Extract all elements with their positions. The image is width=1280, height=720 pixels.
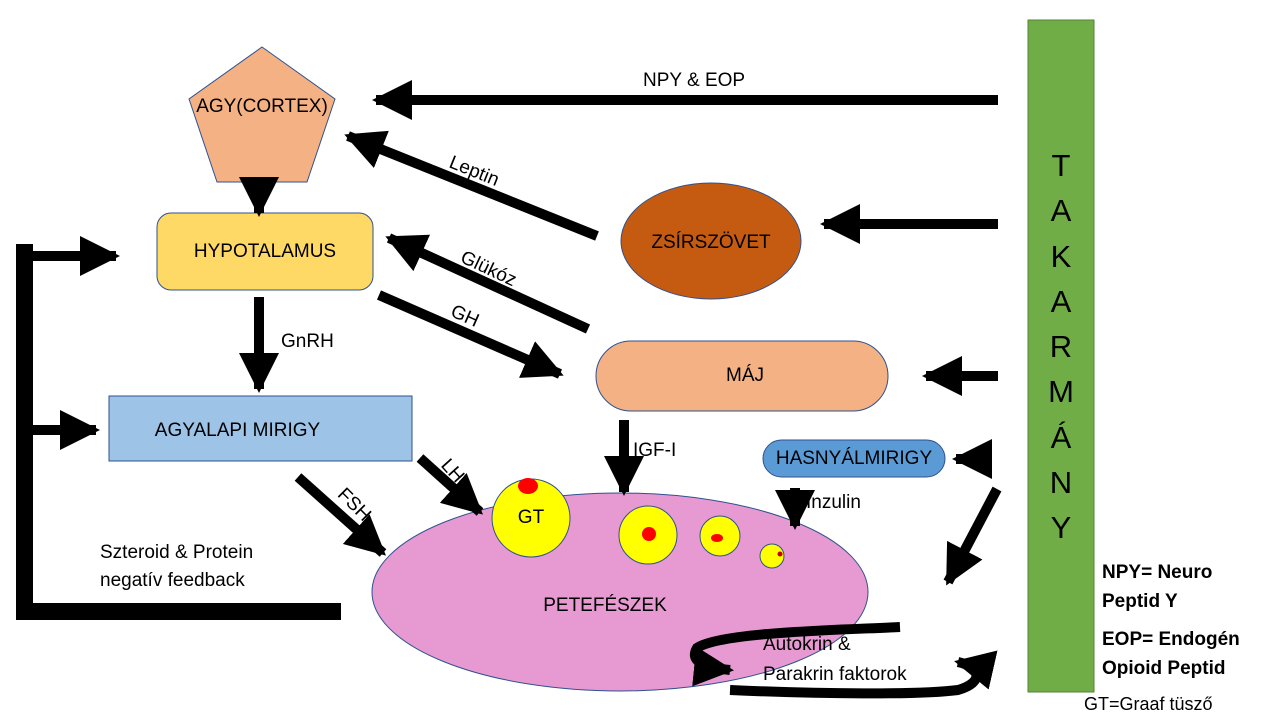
- insulin-label: Inzulin: [806, 492, 861, 513]
- legend-eop-line2: Opioid Peptid: [1102, 658, 1226, 679]
- feed-letter: M: [1048, 374, 1074, 410]
- arrow-feed-ovary: [943, 486, 1002, 586]
- feed-bar: [1027, 19, 1095, 693]
- feedback-label-line2: negatív feedback: [100, 570, 245, 591]
- feed-letter: A: [1050, 283, 1072, 319]
- feed-letter: Y: [1050, 510, 1072, 546]
- liver-shape: [595, 340, 889, 412]
- legend-gt: GT=Graaf tüsző: [1084, 694, 1213, 714]
- legend-npy-line2: Peptid Y: [1102, 591, 1178, 612]
- pituitary-shape: [108, 395, 413, 462]
- gnrh-label: GnRH: [281, 331, 334, 352]
- feed-letter: Á: [1050, 419, 1072, 455]
- feedback-bar-horizontal: [16, 603, 341, 620]
- hypothalamus-label: HYPOTALAMUS: [193, 241, 337, 262]
- pancreas-shape: [762, 439, 946, 478]
- feed-letter: T: [1051, 148, 1071, 183]
- liver-label: MÁJ: [726, 365, 764, 386]
- arrow-paracrine: [729, 650, 998, 699]
- adipose-label: ZSÍRSZÖVET: [651, 232, 771, 253]
- legend-npy-line1: NPY= Neuro: [1102, 562, 1213, 583]
- arrow-gh: [376, 290, 564, 379]
- legend-eop-line1: EOP= Endogén: [1102, 629, 1240, 650]
- arrow-fsh: [294, 473, 387, 557]
- graaf-follicle-label: GT: [517, 507, 545, 528]
- oocyte-4: [777, 551, 783, 557]
- pituitary-label: AGYALAPI MIRIGY: [154, 420, 321, 441]
- feed-letter: A: [1050, 193, 1072, 229]
- ovary-label: PETEFÉSZEK: [543, 595, 667, 616]
- autocrine-label-line2: Parakrin faktorok: [763, 664, 907, 685]
- adipose-shape: [620, 182, 802, 300]
- pancreas-label: HASNYÁLMIRIGY: [775, 448, 933, 469]
- graaf-oocyte: [518, 478, 538, 494]
- brain-label: AGY(CORTEX): [196, 96, 328, 117]
- arrow-leptin: [344, 130, 599, 241]
- feed-letter: K: [1050, 238, 1072, 274]
- npy-eop-label: NPY & EOP: [643, 70, 746, 91]
- feedback-label-line1: Szteroid & Protein: [100, 542, 254, 563]
- feed-letter: N: [1049, 465, 1073, 501]
- feed-letter: R: [1049, 329, 1073, 365]
- arrow-lh: [416, 454, 484, 516]
- follicle-4: [759, 543, 785, 569]
- feedback-bar-vertical: [16, 244, 33, 620]
- arrow-autocrine: [689, 622, 901, 687]
- igf-label: IGF-I: [633, 440, 677, 461]
- feed-label: T A K A R M Á N Y: [1028, 143, 1094, 551]
- oocyte-2: [642, 527, 656, 541]
- autocrine-label-line1: Autokrin &: [763, 634, 851, 655]
- oocyte-3: [711, 534, 723, 542]
- arrow-glucose: [385, 233, 591, 334]
